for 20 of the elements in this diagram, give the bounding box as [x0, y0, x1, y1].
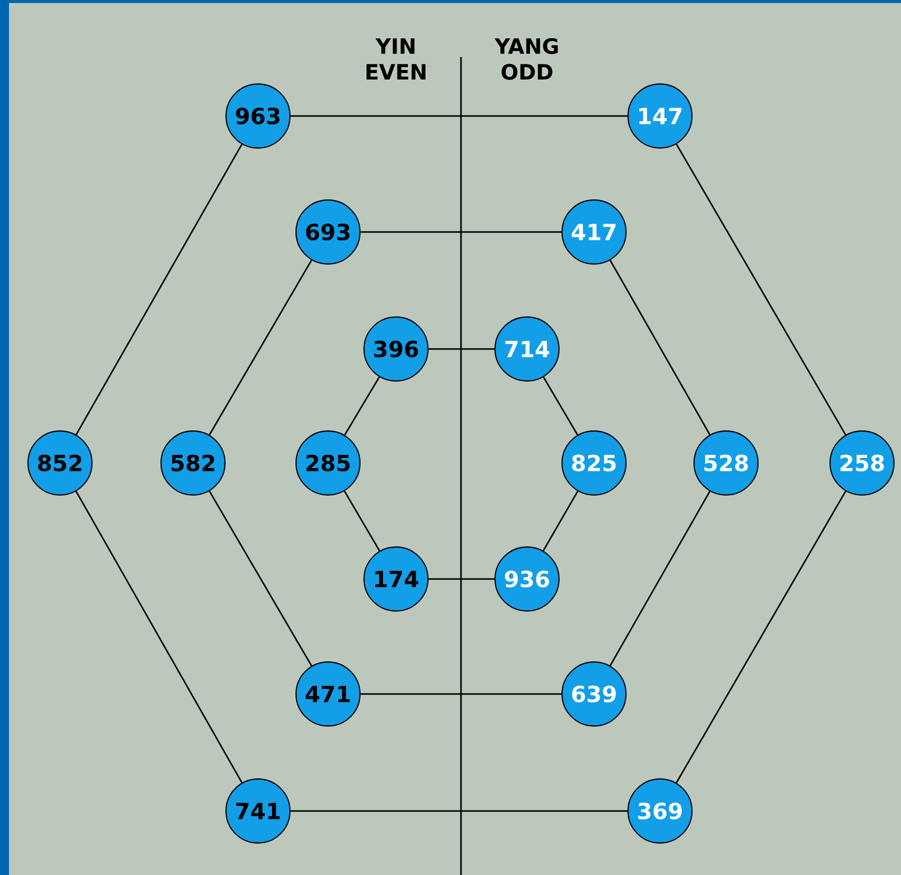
connector-line	[344, 490, 380, 552]
connector-line	[610, 490, 710, 666]
connector-line	[75, 144, 243, 436]
connector-line	[360, 693, 562, 695]
connector-line	[360, 231, 562, 233]
connector-line	[344, 376, 380, 436]
connector-line	[428, 348, 494, 350]
connector-line	[676, 144, 846, 436]
connector-line	[208, 260, 312, 436]
connector-line	[75, 490, 243, 784]
connector-line	[542, 376, 578, 436]
connector-line	[610, 260, 710, 436]
column-heading: YIN EVEN	[366, 38, 426, 80]
connector-line	[676, 490, 846, 784]
column-heading: YANG ODD	[494, 38, 558, 80]
connector-line	[428, 578, 494, 580]
connector-line	[542, 490, 578, 552]
connector-line	[208, 490, 312, 666]
connector-line	[290, 115, 628, 117]
connector-line	[290, 810, 628, 812]
